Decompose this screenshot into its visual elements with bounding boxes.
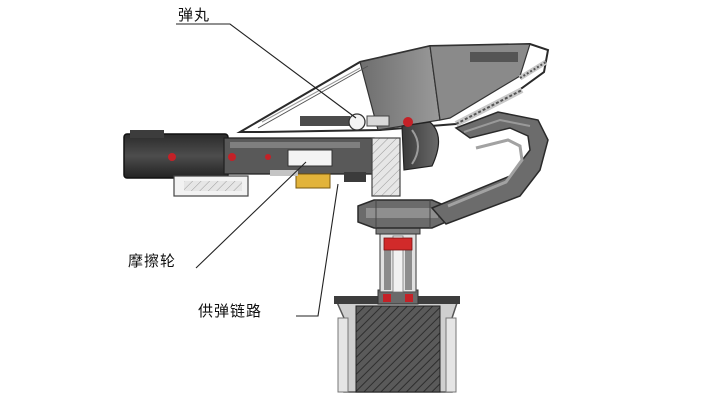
pellet bbox=[348, 113, 413, 131]
pellet-label: 弹丸 bbox=[178, 6, 211, 24]
feed-path-label: 供弹链路 bbox=[198, 302, 263, 320]
feed-path-leader bbox=[296, 183, 339, 317]
base-pedestal bbox=[334, 289, 460, 393]
pellet-leader bbox=[176, 23, 357, 119]
support-arm bbox=[430, 111, 549, 225]
feed-block bbox=[371, 137, 401, 197]
pellet-hopper bbox=[236, 42, 550, 133]
friction-wheel-label: 摩擦轮 bbox=[128, 252, 177, 270]
friction-wheel bbox=[401, 121, 440, 171]
friction-wheel-leader bbox=[195, 161, 307, 269]
mount-plate bbox=[357, 199, 447, 229]
yaw-column bbox=[375, 225, 421, 293]
leader-lines bbox=[176, 23, 357, 317]
gun-barrel bbox=[123, 130, 375, 197]
